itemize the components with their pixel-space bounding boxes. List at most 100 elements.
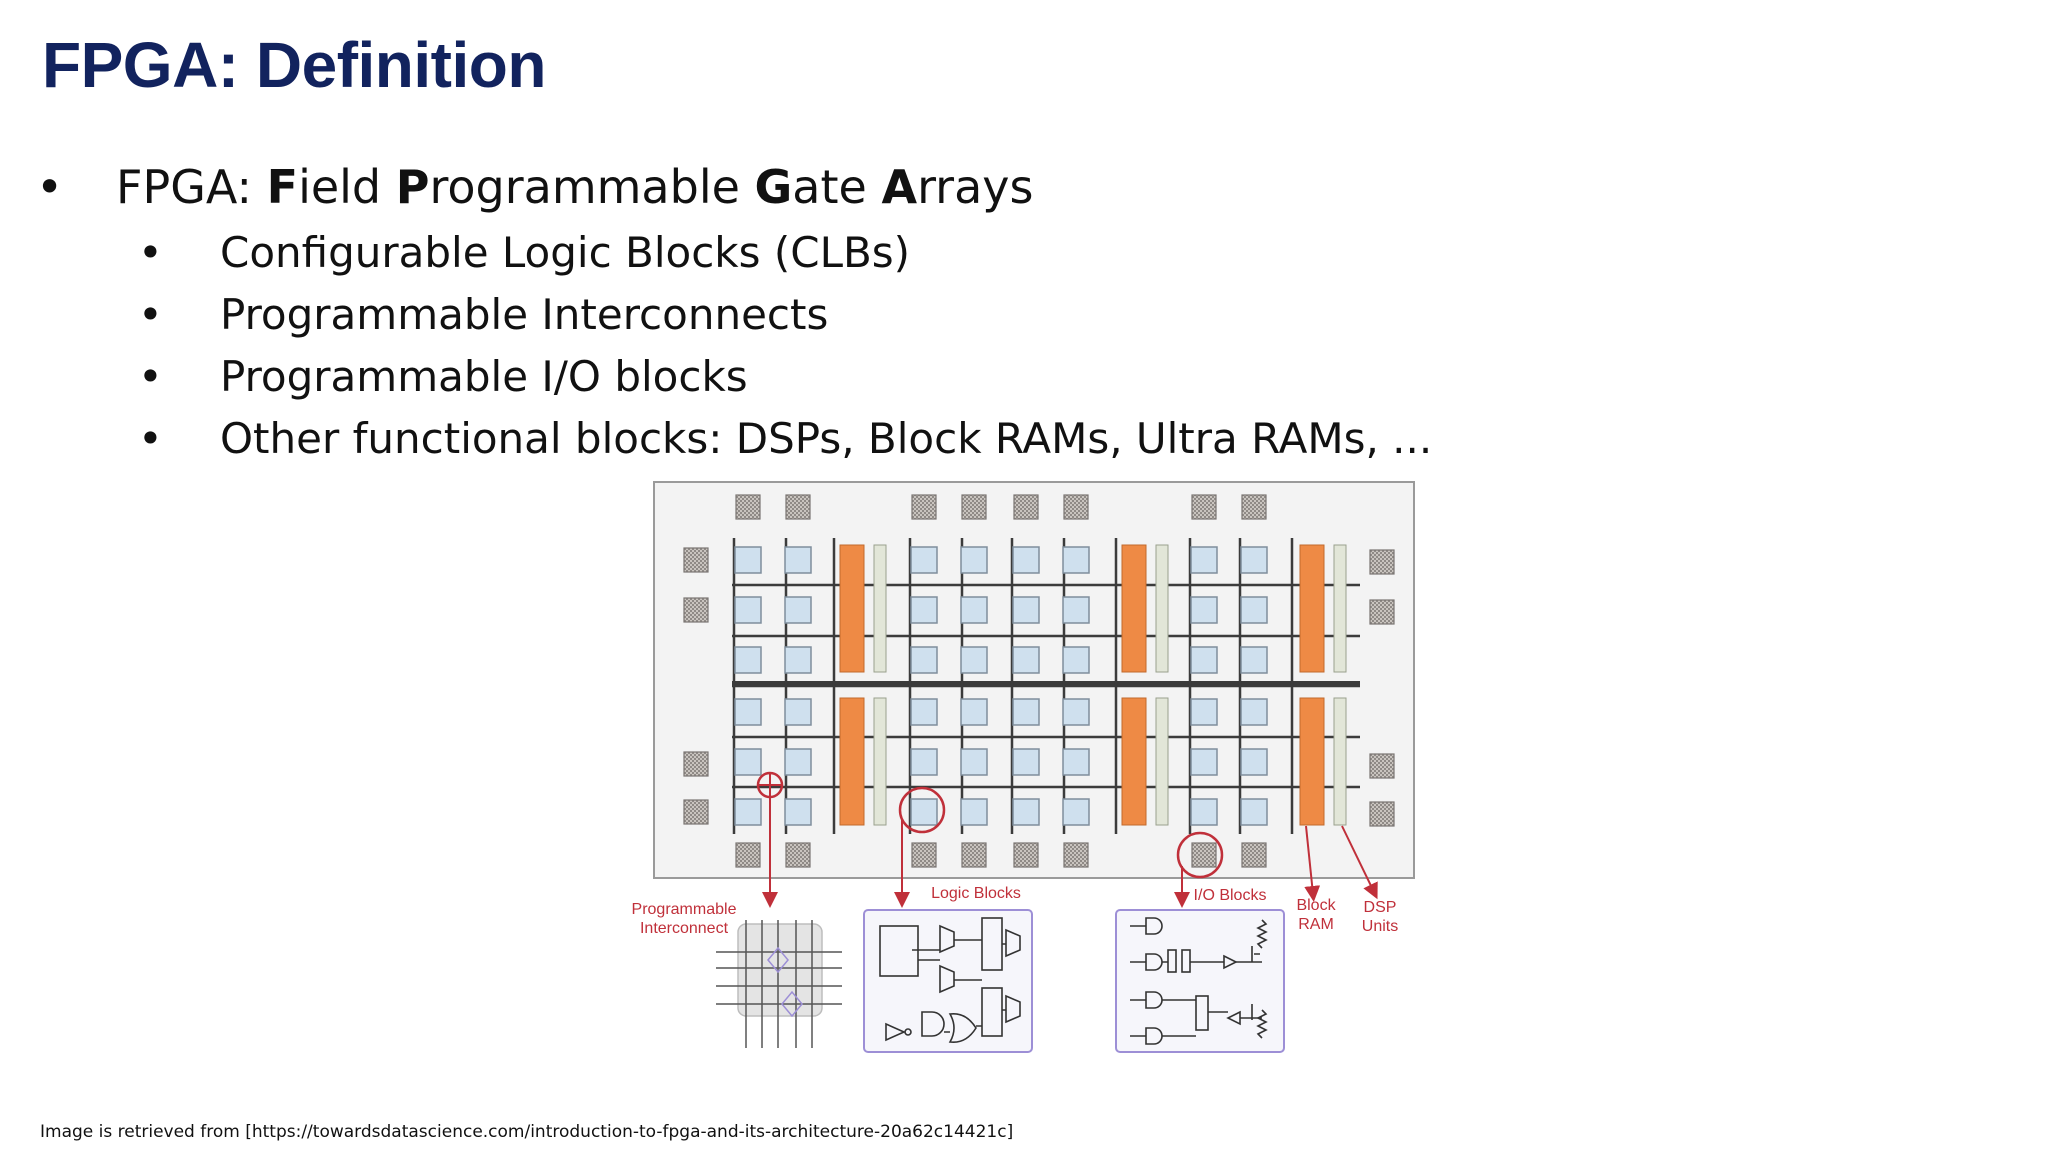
logic-block-tile — [960, 596, 988, 624]
logic-block-tile — [1190, 798, 1218, 826]
logic-block-tile — [734, 596, 762, 624]
io-block-tile — [735, 842, 761, 868]
block-ram-column — [839, 544, 865, 673]
bullet-dot: • — [138, 290, 163, 339]
logic-block-tile — [1190, 698, 1218, 726]
logic-block-tile — [1062, 596, 1090, 624]
logic-block-tile — [1012, 798, 1040, 826]
logic-blocks-label: Logic Blocks — [931, 885, 1021, 902]
sub-bullet-text: Programmable I/O blocks — [220, 352, 748, 401]
io-block-tile — [1063, 842, 1089, 868]
logic-block-tile — [1190, 748, 1218, 776]
logic-block-tile — [960, 798, 988, 826]
dsp-column — [1333, 544, 1347, 673]
logic-block-tile — [1240, 646, 1268, 674]
logic-block-highlight-circle — [898, 786, 946, 834]
io-block-tile — [1013, 842, 1039, 868]
block-ram-arrow — [1304, 825, 1321, 902]
block-ram-column — [1299, 697, 1325, 826]
io-block-highlight-circle — [1176, 831, 1224, 879]
logic-block-tile — [1240, 798, 1268, 826]
dsp-label-line2: Units — [1362, 918, 1398, 935]
acronym-letter-g: G — [754, 160, 793, 214]
logic-block-zoom-detail — [863, 909, 1033, 1053]
io-block-tile — [735, 494, 761, 520]
dsp-column — [1155, 697, 1169, 826]
io-block-tile — [785, 494, 811, 520]
io-block-tile — [1369, 549, 1395, 575]
logic-block-tile — [910, 646, 938, 674]
io-block-tile — [683, 597, 709, 623]
block-ram-column — [839, 697, 865, 826]
logic-block-tile — [1062, 646, 1090, 674]
logic-block-tile — [910, 748, 938, 776]
io-block-tile — [683, 799, 709, 825]
bullet-dot: • — [138, 352, 163, 401]
logic-block-tile — [784, 596, 812, 624]
io-blocks-label: I/O Blocks — [1194, 887, 1267, 904]
dsp-label-line1: DSP — [1364, 899, 1397, 916]
interconnect-zoom-detail — [716, 920, 842, 1048]
io-block-tile — [1369, 753, 1395, 779]
acronym-letter-a: A — [881, 160, 918, 214]
logic-block-tile — [734, 646, 762, 674]
io-block-tile — [785, 842, 811, 868]
acronym-word-rest: ate — [792, 160, 882, 214]
logic-block-tile — [1012, 698, 1040, 726]
io-block-tile — [1241, 494, 1267, 520]
logic-block-tile — [734, 748, 762, 776]
logic-block-tile — [1012, 646, 1040, 674]
sub-bullet-text: Programmable Interconnects — [220, 290, 829, 339]
fpga-architecture-figure: Programmable Interconnect Logic Blocks I… — [632, 481, 1415, 1053]
logic-block-tile — [1240, 546, 1268, 574]
io-block-tile — [683, 751, 709, 777]
io-block-tile — [1369, 599, 1395, 625]
bullet-dot: • — [138, 414, 163, 463]
logic-block-tile — [1062, 798, 1090, 826]
tile-layer — [683, 494, 1395, 868]
block-ram-column — [1299, 544, 1325, 673]
logic-block-tile — [784, 698, 812, 726]
dsp-column — [1155, 544, 1169, 673]
main-bullet-text: FPGA: Field Programmable Gate Arrays — [116, 160, 1033, 214]
logic-block-tile — [1240, 748, 1268, 776]
block-ram-label-line1: Block — [1296, 897, 1336, 914]
acronym-word-rest: rogrammable — [429, 160, 755, 214]
logic-block-tile — [960, 546, 988, 574]
logic-block-tile — [960, 748, 988, 776]
bullet-dot: • — [138, 228, 163, 277]
interconnect-label-line1: Programmable — [632, 901, 737, 918]
logic-block-tile — [784, 546, 812, 574]
interconnect-grid — [732, 538, 1360, 834]
dsp-column — [873, 544, 887, 673]
logic-block-tile — [734, 546, 762, 574]
logic-block-tile — [1190, 646, 1218, 674]
logic-block-tile — [784, 646, 812, 674]
dsp-arrow — [1341, 825, 1378, 900]
dsp-column — [873, 697, 887, 826]
main-bullet-prefix: FPGA: — [116, 160, 267, 214]
block-ram-column — [1121, 544, 1147, 673]
logic-block-tile — [734, 798, 762, 826]
acronym-word-rest: ield — [298, 160, 396, 214]
logic-block-tile — [1190, 596, 1218, 624]
logic-block-tile — [1240, 698, 1268, 726]
dsp-column — [1333, 697, 1347, 826]
image-source-footnote: Image is retrieved from [https://towards… — [40, 1122, 1014, 1142]
logic-block-tile — [910, 698, 938, 726]
logic-block-tile — [910, 798, 938, 826]
io-block-tile — [911, 842, 937, 868]
logic-block-tile — [960, 698, 988, 726]
logic-block-tile — [1012, 546, 1040, 574]
acronym-letter-p: P — [395, 160, 430, 214]
io-block-tile — [683, 547, 709, 573]
io-block-tile — [1013, 494, 1039, 520]
io-block-tile — [961, 842, 987, 868]
sub-bullet-text: Other functional blocks: DSPs, Block RAM… — [220, 414, 1433, 463]
slide-title: FPGA: Definition — [42, 29, 546, 101]
logic-block-tile — [1062, 698, 1090, 726]
block-ram-column — [1121, 697, 1147, 826]
block-ram-label-line2: RAM — [1298, 916, 1334, 933]
logic-block-tile — [910, 596, 938, 624]
io-block-zoom-detail — [1115, 909, 1285, 1053]
